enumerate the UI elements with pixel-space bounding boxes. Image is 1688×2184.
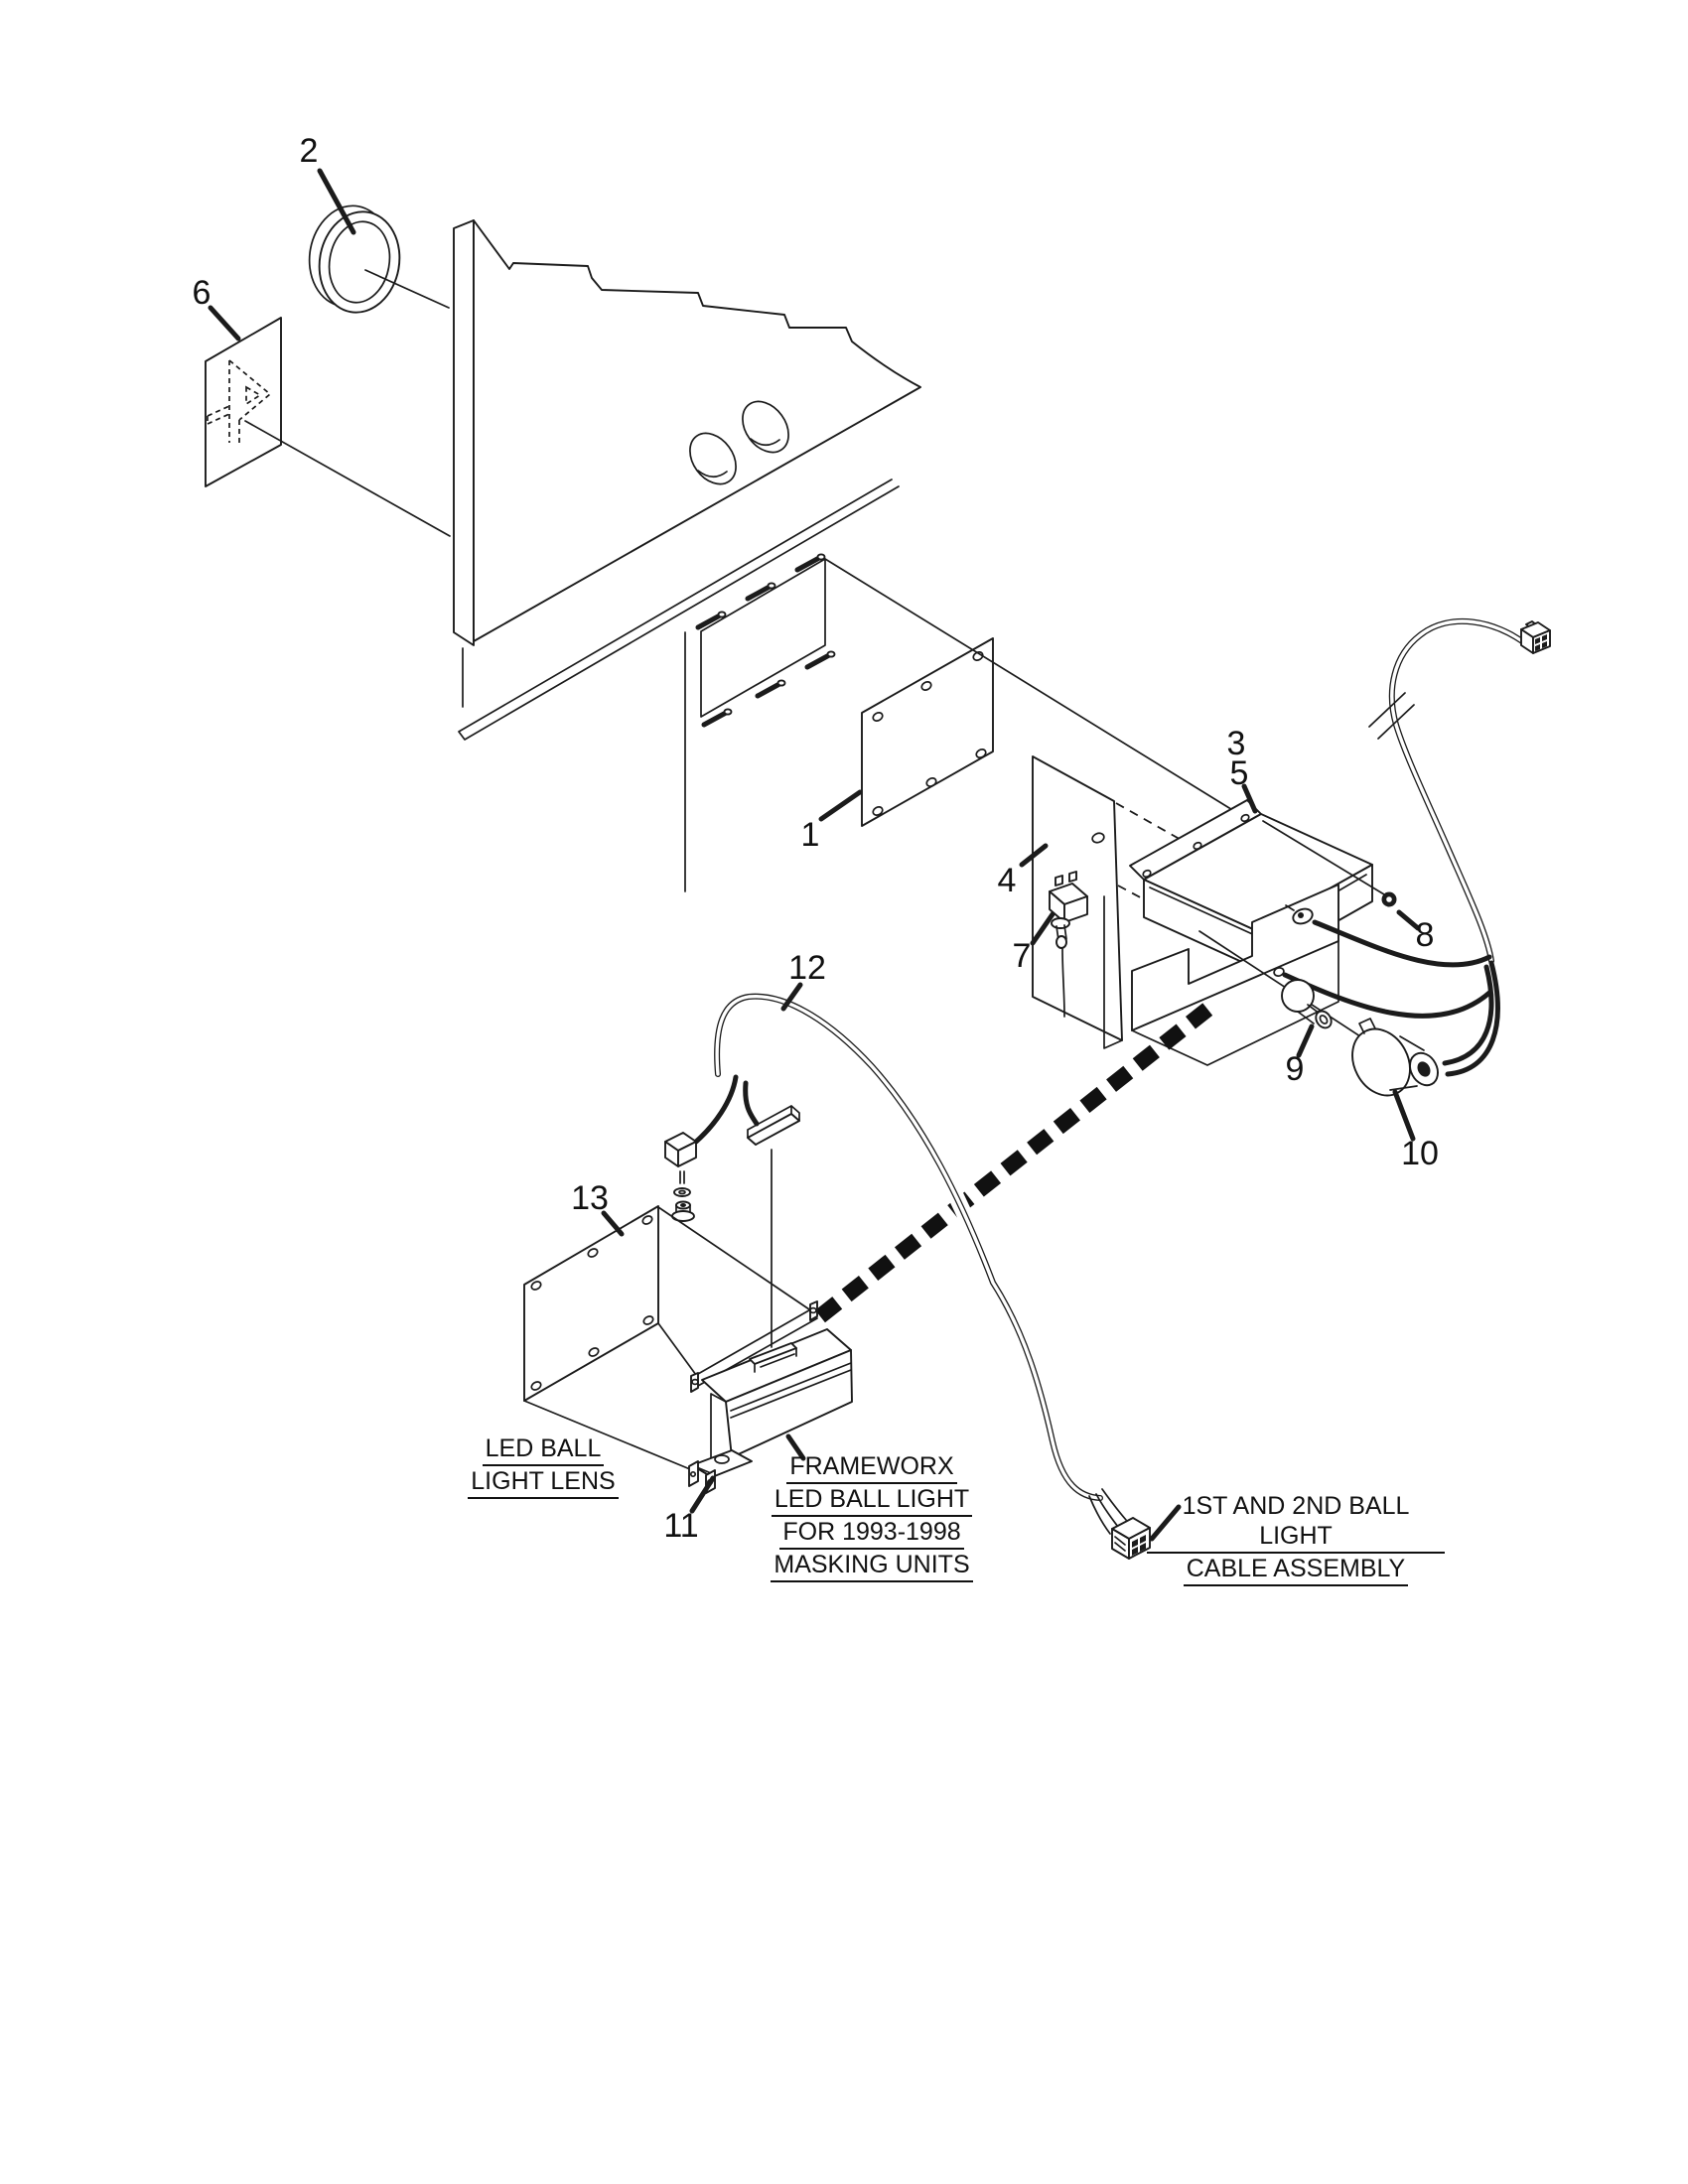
- led-ball-light-unit: [688, 1300, 853, 1494]
- callout-7: 7: [1012, 937, 1032, 975]
- brand-logo-icon: [207, 359, 272, 444]
- cable-connector-top: [1520, 620, 1551, 654]
- callout-5: 5: [1229, 754, 1249, 792]
- cable-connector-bottom: [1111, 1517, 1151, 1560]
- toggle-switch: [1049, 871, 1088, 1018]
- masking-panel: [453, 219, 921, 892]
- callout-12: 12: [788, 949, 826, 987]
- led-lens-label-line2: LIGHT LENS: [468, 1466, 619, 1499]
- callout-3: 3: [1226, 725, 1246, 762]
- callout-8: 8: [1415, 916, 1435, 954]
- mounting-ring: [308, 205, 450, 314]
- callout-6: 6: [192, 274, 211, 312]
- cable-assembly-label-line1: 1ST AND 2ND BALL LIGHT: [1147, 1491, 1445, 1554]
- callout-13: 13: [571, 1179, 609, 1217]
- bracket-assembly: [1129, 799, 1373, 1066]
- lens-panel: [523, 1205, 810, 1470]
- logo-sticker: [205, 317, 451, 537]
- callout-4: 4: [997, 862, 1017, 899]
- mounting-screws: [695, 553, 836, 728]
- lock-nut: [1262, 820, 1397, 907]
- frameworx-label-line2: LED BALL LIGHT: [771, 1484, 973, 1517]
- cable-assembly-label: 1ST AND 2ND BALL LIGHT CABLE ASSEMBLY: [1147, 1491, 1445, 1586]
- frameworx-label-line1: FRAMEWORX: [786, 1451, 957, 1484]
- ball-light-cable: [664, 988, 1127, 1535]
- callout-leaders: [208, 168, 1421, 1542]
- callout-1: 1: [800, 816, 820, 854]
- cable-assembly-label-line2: CABLE ASSEMBLY: [1183, 1554, 1409, 1586]
- callout-10: 10: [1401, 1135, 1439, 1172]
- frameworx-label-line3: FOR 1993-1998: [779, 1517, 964, 1550]
- frameworx-label: FRAMEWORX LED BALL LIGHT FOR 1993-1998 M…: [763, 1451, 981, 1582]
- callout-2: 2: [299, 132, 319, 170]
- mounting-plate: [861, 637, 994, 827]
- frameworx-label-line4: MASKING UNITS: [771, 1550, 973, 1582]
- led-lens-label: LED BALL LIGHT LENS: [444, 1433, 642, 1499]
- callout-11: 11: [663, 1507, 699, 1545]
- led-lens-label-line1: LED BALL: [482, 1433, 605, 1466]
- hatched-rail: [815, 998, 1218, 1323]
- alignment-line: [824, 558, 1235, 812]
- bulb: [1281, 979, 1333, 1029]
- lamp-socket: [1351, 1018, 1439, 1097]
- callout-9: 9: [1285, 1050, 1305, 1088]
